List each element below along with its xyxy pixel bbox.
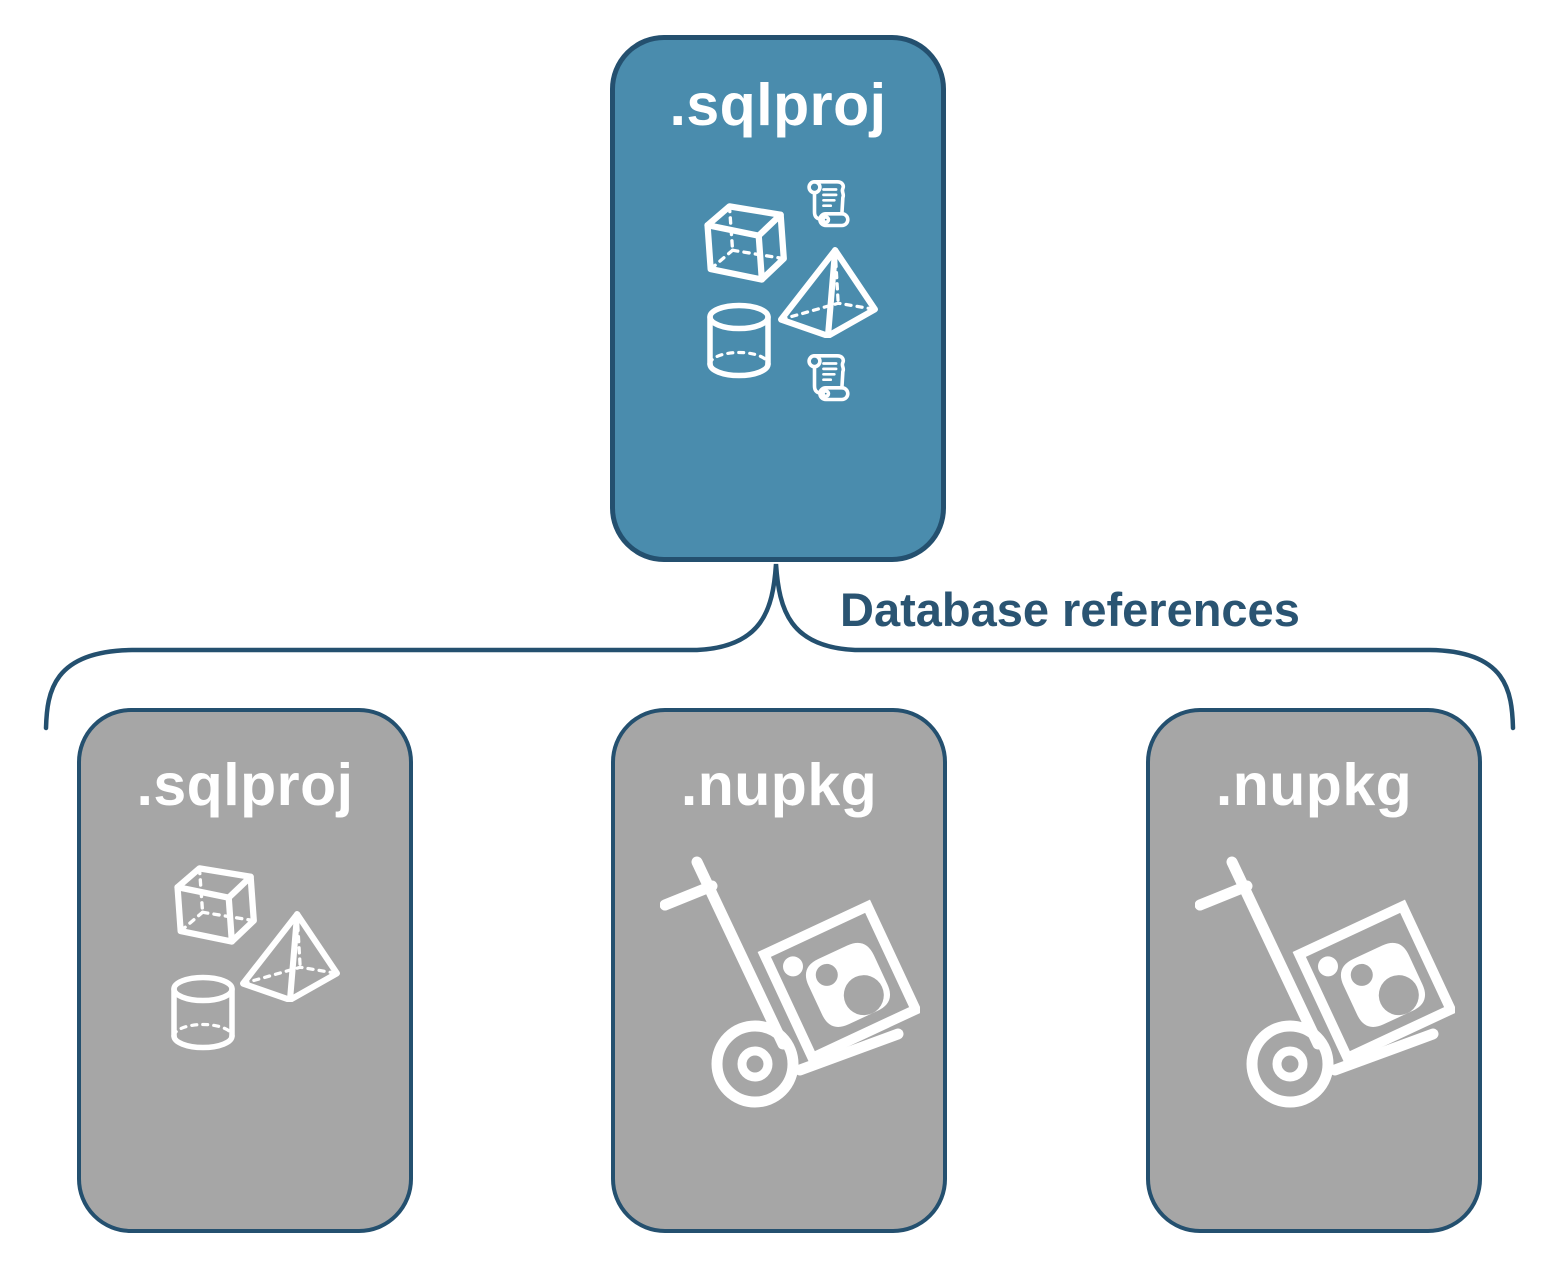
child-card-label: .nupkg [1215,752,1413,818]
pyramid-icon [777,244,879,338]
pyramid-icon [239,908,341,1002]
child-card-nupkg-2: .nupkg [1146,708,1482,1233]
cylinder-icon [705,302,773,380]
nuget-hand-truck-icon [660,852,920,1114]
script-scroll-icon [801,176,855,230]
cube-icon [695,198,789,290]
child-card-nupkg-1: .nupkg [611,708,947,1233]
root-card-label: .sqlproj [669,72,887,138]
cylinder-icon [169,974,237,1052]
root-card-sqlproj: .sqlproj [610,35,946,562]
nuget-hand-truck-icon [1195,852,1455,1114]
script-scroll-icon [801,350,855,404]
child-card-label: .sqlproj [136,752,354,818]
child-card-label: .nupkg [680,752,878,818]
relationship-label: Database references [840,583,1300,636]
child-card-sqlproj: .sqlproj [77,708,413,1233]
